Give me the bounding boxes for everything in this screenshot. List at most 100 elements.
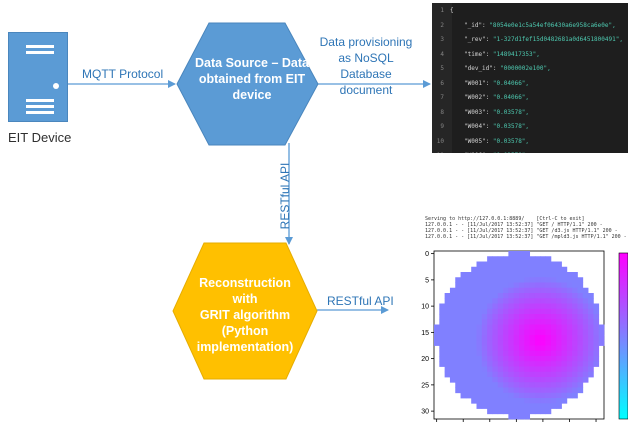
heatmap-cell — [572, 350, 578, 357]
heatmap-cell — [471, 319, 477, 325]
heatmap-cell — [449, 366, 456, 373]
heatmap-cell — [529, 298, 536, 304]
heatmap-cell — [561, 314, 568, 320]
heatmap-cell — [519, 287, 525, 294]
heatmap-cell — [503, 387, 509, 394]
heatmap-cell — [460, 277, 467, 283]
heatmap-cell — [540, 335, 546, 341]
heatmap-cell — [508, 408, 515, 415]
heatmap-cell — [487, 319, 493, 325]
heatmap-cell — [550, 298, 557, 304]
heatmap-cell — [588, 308, 594, 315]
heatmap-cell — [540, 350, 546, 357]
heatmap-cell — [487, 303, 493, 310]
heatmap-cell — [513, 272, 520, 278]
heatmap-cell — [449, 356, 456, 362]
heatmap-cell — [481, 387, 488, 394]
heatmap-cell — [508, 335, 515, 341]
heatmap-cell — [508, 303, 515, 310]
heatmap-cell — [460, 298, 467, 304]
heatmap-cell — [508, 256, 515, 262]
heatmap-cell — [471, 345, 477, 352]
heatmap-cell — [439, 356, 446, 362]
heatmap-cell — [534, 356, 541, 362]
heatmap-cell — [561, 266, 568, 273]
heatmap-cell — [476, 371, 483, 378]
heatmap-cell — [460, 314, 467, 320]
heatmap-cell — [481, 345, 488, 352]
heatmap-cell — [534, 261, 541, 268]
heatmap-cell — [439, 324, 446, 331]
heatmap-cell — [534, 314, 541, 320]
heatmap-cell — [503, 382, 509, 388]
heatmap-cell — [524, 371, 531, 378]
heatmap-cell — [550, 398, 557, 404]
heatmap-cell — [465, 293, 472, 299]
heatmap-cell — [540, 256, 546, 262]
heatmap-cell — [588, 324, 594, 331]
heatmap-cell — [561, 308, 568, 315]
heatmap-cell — [487, 329, 493, 336]
heatmap-cell — [508, 382, 515, 388]
heatmap-cell — [471, 387, 477, 394]
heatmap-cell — [471, 308, 477, 315]
heatmap-cell — [513, 293, 520, 299]
terminal-line: Serving to http://127.0.0.1:8889/ [Ctrl-… — [425, 216, 585, 222]
heatmap-cell — [572, 377, 578, 383]
heatmap-cell — [524, 308, 531, 315]
heatmap-cell — [550, 350, 557, 357]
heatmap-cell — [534, 403, 541, 409]
heatmap-cell — [439, 340, 446, 346]
json-key: "W004": — [464, 123, 493, 130]
heatmap-cell — [529, 277, 536, 283]
json-line-number: 5 — [440, 65, 444, 72]
heatmap-cell — [582, 356, 589, 362]
heatmap-cell — [550, 308, 557, 315]
heatmap-cell — [545, 382, 552, 388]
heatmap-cell — [598, 340, 605, 346]
heatmap-cell — [503, 277, 509, 283]
heatmap-cell — [503, 371, 509, 378]
heatmap-cell — [588, 319, 594, 325]
heatmap-cell — [513, 277, 520, 283]
heatmap-cell — [582, 350, 589, 357]
heatmap-cell — [566, 382, 573, 388]
heatmap-cell — [434, 335, 440, 341]
json-line: 9"W004": "0.03578", — [432, 120, 628, 135]
reconstruction-hexagon — [172, 242, 318, 380]
heatmap-cell — [487, 403, 493, 409]
heatmap-cell — [455, 293, 461, 299]
heatmap-cell — [444, 356, 451, 362]
heatmap-cell — [593, 329, 600, 336]
heatmap-cell — [476, 319, 483, 325]
heatmap-cell — [556, 366, 562, 373]
heatmap-cell — [492, 298, 499, 304]
heatmap-cell — [513, 324, 520, 331]
heatmap-cell — [540, 356, 546, 362]
heatmap-cell — [524, 298, 531, 304]
heatmap-cell — [460, 340, 467, 346]
heatmap-cell — [556, 403, 562, 409]
heatmap-cell — [566, 272, 573, 278]
heatmap-cell — [519, 324, 525, 331]
heatmap-cell — [465, 287, 472, 294]
heatmap-cell — [561, 319, 568, 325]
heatmap-cell — [572, 277, 578, 283]
heatmap-cell — [455, 335, 461, 341]
heatmap-cell — [497, 340, 504, 346]
heatmap-cell — [540, 403, 546, 409]
heatmap-cell — [540, 340, 546, 346]
heatmap-cell — [545, 314, 552, 320]
heatmap-cell — [439, 303, 446, 310]
heatmap-cell — [566, 335, 573, 341]
heatmap-cell — [492, 340, 499, 346]
heatmap-cell — [540, 382, 546, 388]
heatmap-cell — [439, 319, 446, 325]
heatmap-cell — [503, 408, 509, 415]
heatmap-cell — [545, 340, 552, 346]
heatmap-cell — [449, 371, 456, 378]
heatmap-cell — [529, 261, 536, 268]
heatmap-cell — [503, 298, 509, 304]
heatmap-cell — [492, 398, 499, 404]
heatmap-cell — [444, 324, 451, 331]
